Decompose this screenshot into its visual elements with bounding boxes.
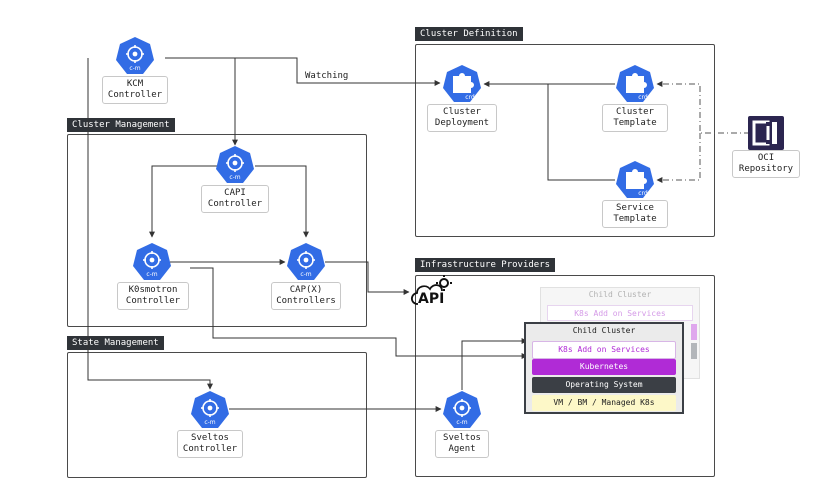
capi-icon: c-m bbox=[215, 145, 255, 185]
infrastructure-providers-tag: Infrastructure Providers bbox=[415, 258, 556, 272]
watching-label: Watching bbox=[305, 71, 349, 81]
child-cluster-back-addon: K8s Add on Services bbox=[547, 305, 693, 321]
cluster-template-badge: crd bbox=[638, 94, 648, 101]
kcm-line2: Controller bbox=[107, 90, 163, 100]
state-management-tag: State Management bbox=[67, 336, 164, 350]
sveltos-controller-line2: Controller bbox=[182, 444, 238, 454]
k0smotron-controller-label: K0smotron Controller bbox=[117, 282, 189, 310]
oci-logo-icon bbox=[748, 116, 784, 150]
edge-capi-k0smotron bbox=[149, 165, 218, 238]
edge-kcm-watching bbox=[165, 57, 441, 86]
oci-line2: Repository bbox=[738, 164, 794, 174]
edge-capx-api bbox=[325, 261, 410, 295]
capi-controller-label: CAPI Controller bbox=[201, 185, 269, 213]
infrastructure-providers-group bbox=[415, 275, 715, 477]
k0smotron-line2: Controller bbox=[125, 296, 181, 306]
edge-k0smotron-child bbox=[190, 267, 528, 359]
k8s-addon-services-layer: K8s Add on Services bbox=[532, 341, 676, 359]
api-cloud-icon bbox=[408, 274, 454, 308]
cluster-template-line1: Cluster bbox=[616, 107, 654, 117]
service-template-crd-icon: crd bbox=[615, 160, 655, 200]
cluster-deployment-line1: Cluster bbox=[443, 107, 481, 117]
capx-line2: Controllers bbox=[276, 296, 336, 306]
service-template-line2: Template bbox=[613, 214, 657, 224]
capx-icon: c-m bbox=[286, 242, 326, 282]
capi-line1: CAPI bbox=[224, 188, 246, 198]
cluster-template-line2: Template bbox=[613, 118, 657, 128]
child-cluster-back-title: Child Cluster bbox=[588, 290, 652, 299]
sveltos-controller-icon: c-m bbox=[190, 390, 230, 430]
oci-line1: OCI bbox=[757, 153, 775, 163]
cluster-definition-group bbox=[415, 44, 715, 237]
cluster-definition-tag: Cluster Definition bbox=[415, 27, 523, 41]
state-management-group bbox=[67, 352, 367, 478]
capx-badge: c-m bbox=[300, 271, 311, 278]
sveltos-agent-label: Sveltos Agent bbox=[435, 430, 489, 458]
kcm-badge: c-m bbox=[129, 65, 140, 72]
kcm-icon: c-m bbox=[115, 36, 155, 76]
service-template-badge: crd bbox=[638, 190, 648, 197]
cluster-template-label: Cluster Template bbox=[602, 104, 668, 132]
sveltos-controller-badge: c-m bbox=[204, 419, 215, 426]
oci-repository-label: OCI Repository bbox=[732, 150, 800, 178]
service-template-label: Service Template bbox=[602, 200, 668, 228]
cluster-deployment-label: Cluster Deployment bbox=[427, 104, 497, 132]
operating-system-layer: Operating System bbox=[532, 377, 676, 393]
sveltos-agent-icon: c-m bbox=[442, 390, 482, 430]
kcm-line1: KCM bbox=[126, 79, 144, 89]
k0smotron-icon: c-m bbox=[132, 242, 172, 282]
edge-agent-child bbox=[461, 338, 528, 390]
service-template-line1: Service bbox=[616, 203, 654, 213]
cluster-deployment-line2: Deployment bbox=[434, 118, 490, 128]
cluster-template-crd-icon: crd bbox=[615, 64, 655, 104]
sveltos-agent-line1: Sveltos bbox=[443, 433, 481, 443]
capi-badge: c-m bbox=[229, 174, 240, 181]
k0smotron-badge: c-m bbox=[146, 271, 157, 278]
edge-oci-service-template bbox=[656, 133, 701, 183]
cluster-deployment-crd-icon: crd bbox=[442, 64, 482, 104]
capi-line2: Controller bbox=[207, 199, 263, 209]
kubernetes-layer: Kubernetes bbox=[532, 359, 676, 375]
child-cluster-front: Child Cluster K8s Add on Services Kubern… bbox=[524, 322, 684, 414]
child-cluster-back-bar-purple bbox=[691, 324, 697, 340]
sveltos-agent-line2: Agent bbox=[448, 444, 476, 454]
cluster-management-group bbox=[67, 134, 367, 327]
edge-service-template-deployment bbox=[547, 84, 615, 181]
sveltos-controller-label: Sveltos Controller bbox=[177, 430, 243, 458]
child-cluster-front-title: Child Cluster bbox=[572, 326, 636, 335]
child-cluster-back-bar-gray bbox=[691, 343, 697, 359]
edge-kcm-sveltos bbox=[87, 58, 213, 390]
vm-bm-managed-k8s-layer: VM / BM / Managed K8s bbox=[532, 395, 676, 411]
capx-line1: CAP(X) bbox=[289, 285, 323, 295]
edge-capi-capx bbox=[255, 165, 309, 238]
edge-oci-cluster-template bbox=[656, 81, 750, 134]
k0smotron-line1: K0smotron bbox=[128, 285, 178, 295]
cluster-management-tag: Cluster Management bbox=[67, 118, 175, 132]
cluster-deployment-badge: crd bbox=[465, 94, 475, 101]
api-label: API bbox=[418, 291, 445, 307]
sveltos-controller-line1: Sveltos bbox=[191, 433, 229, 443]
capx-controllers-label: CAP(X) Controllers bbox=[271, 282, 341, 310]
kcm-controller-label: KCM Controller bbox=[102, 76, 168, 104]
sveltos-agent-badge: c-m bbox=[456, 419, 467, 426]
